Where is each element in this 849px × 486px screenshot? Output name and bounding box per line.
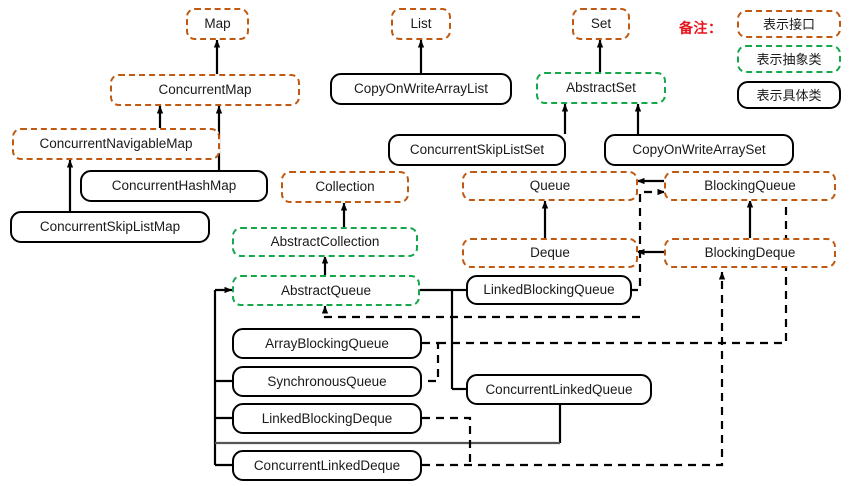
node-synchronous-queue[interactable]: SynchronousQueue [232, 366, 422, 397]
node-label: AbstractQueue [280, 282, 372, 298]
node-concurrent-linked-queue[interactable]: ConcurrentLinkedQueue [466, 374, 652, 405]
node-label: CopyOnWriteArraySet [632, 142, 766, 158]
node-label: AbstractCollection [270, 234, 380, 250]
legend-title: 备注： [679, 20, 723, 36]
node-label: ConcurrentLinkedDeque [253, 457, 401, 473]
node-label: ConcurrentMap [158, 82, 252, 98]
node-linked-blocking-queue[interactable]: LinkedBlockingQueue [466, 275, 632, 305]
node-deque[interactable]: Deque [462, 238, 638, 268]
node-map[interactable]: Map [186, 8, 249, 40]
node-abstract-queue[interactable]: AbstractQueue [232, 275, 420, 306]
node-concurrent-navigable-map[interactable]: ConcurrentNavigableMap [12, 128, 220, 160]
node-label: ConcurrentNavigableMap [39, 136, 193, 152]
node-label: Map [204, 16, 231, 32]
node-label: Queue [529, 178, 571, 194]
node-label: Set [590, 16, 612, 32]
node-concurrent-skip-list-set[interactable]: ConcurrentSkipListSet [388, 134, 566, 166]
node-collection[interactable]: Collection [281, 171, 409, 203]
node-label: Collection [315, 179, 375, 195]
node-label: AbstractSet [566, 80, 636, 96]
node-label: LinkedBlockingDeque [261, 410, 393, 426]
node-abstract-collection[interactable]: AbstractCollection [232, 227, 418, 257]
node-blocking-queue[interactable]: BlockingQueue [664, 171, 836, 201]
legend-item-concrete: 表示具体类 [737, 81, 841, 109]
node-label: ConcurrentLinkedQueue [485, 381, 633, 397]
node-label: ConcurrentHashMap [111, 178, 237, 194]
node-array-blocking-queue[interactable]: ArrayBlockingQueue [232, 328, 422, 359]
node-label: ConcurrentSkipListMap [39, 219, 181, 235]
legend-item-label: 表示抽象类 [756, 51, 822, 67]
node-label: ConcurrentSkipListSet [409, 142, 545, 158]
node-label: ArrayBlockingQueue [265, 335, 389, 351]
edge-abq-absqueue [321, 305, 640, 319]
node-label: BlockingDeque [704, 245, 796, 261]
node-queue[interactable]: Queue [462, 171, 638, 201]
node-label: CopyOnWriteArrayList [353, 81, 489, 97]
legend-item-label: 表示具体类 [756, 87, 822, 103]
node-concurrent-hash-map[interactable]: ConcurrentHashMap [80, 170, 268, 202]
node-list[interactable]: List [391, 8, 451, 40]
node-copy-on-write-array-set[interactable]: CopyOnWriteArraySet [604, 134, 794, 166]
node-linked-blocking-deque[interactable]: LinkedBlockingDeque [232, 403, 422, 434]
node-concurrent-map[interactable]: ConcurrentMap [110, 74, 300, 106]
edge-lbd-stub [422, 416, 472, 465]
node-abstract-set[interactable]: AbstractSet [536, 72, 666, 104]
node-copy-on-write-array-list[interactable]: CopyOnWriteArrayList [330, 73, 512, 105]
node-set[interactable]: Set [572, 8, 630, 40]
node-label: SynchronousQueue [267, 373, 387, 389]
node-blocking-deque[interactable]: BlockingDeque [664, 238, 836, 268]
node-label: BlockingQueue [704, 178, 796, 194]
node-concurrent-linked-deque[interactable]: ConcurrentLinkedDeque [232, 450, 422, 481]
node-concurrent-skip-list-map[interactable]: ConcurrentSkipListMap [10, 211, 210, 243]
legend-item-label: 表示接口 [762, 16, 815, 32]
legend-item-abstract: 表示抽象类 [737, 45, 841, 73]
node-label: Deque [530, 245, 570, 261]
edge-abq-stub [422, 341, 440, 383]
node-label: List [410, 16, 432, 32]
node-label: LinkedBlockingQueue [483, 282, 615, 298]
legend-item-interface: 表示接口 [737, 10, 841, 38]
